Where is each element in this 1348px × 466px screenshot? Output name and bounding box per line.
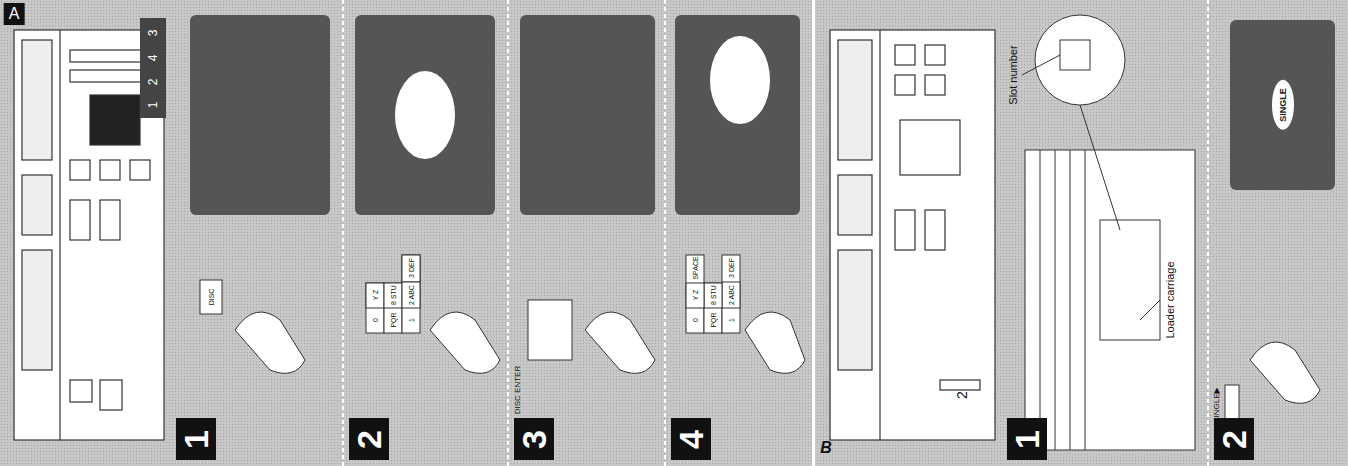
step-number-box: 3 [514,418,554,460]
key-label: 1 [728,318,735,322]
step-number-box: 1 [176,418,216,460]
step-number: 1 [176,430,215,449]
key-label: 0 [692,318,699,322]
step-panel: 1 [1003,0,1207,466]
key-label: 3 DEF [408,258,415,278]
step-number-box: 1 [1007,418,1047,460]
key-label: 1 [408,318,415,322]
step-number: 3 [514,430,553,449]
key-label: 8 STU [390,285,397,305]
button-label: SINGLE▶ [1213,387,1221,423]
step-number: 2 [349,430,388,449]
step-number-box: 4 [671,418,711,460]
display-screen: SINGLE [1230,20,1335,190]
step-number-box: 2 [1214,418,1254,460]
callout-strip [140,18,166,118]
key-label: PQR [710,312,717,327]
step-panel: 1 [172,0,342,466]
key-label: SPACE [692,256,699,279]
section-letter: B [820,440,832,456]
key-label: Y Z [692,290,699,301]
key-label: 2 ABC [728,285,735,305]
step-number: 1 [1007,430,1046,449]
button-label: DISC ENTER [514,366,522,414]
key-label: Y Z [372,290,379,301]
step-panel: 2 [345,0,507,466]
screen-text: SINGLE [1272,80,1294,130]
button-label: DISC [208,289,215,306]
step-panel: 3 [510,0,664,466]
callout-number: 3 [147,30,159,37]
step-number: 4 [671,430,710,449]
callout-number: 2 [955,391,969,399]
key-label: 3 DEF [728,258,735,278]
part-name: Loader carriage [1165,261,1176,338]
step-panel: 2 SINGLE [1210,0,1348,466]
section-letter: A [4,3,25,25]
callout-number: 4 [147,55,159,62]
key-label: 0 [372,318,379,322]
key-label: PQR [390,312,397,327]
step-number-box: 2 [349,418,389,460]
key-label: 8 STU [710,285,717,305]
step-panel: 4 [667,0,810,466]
callout-number: 2 [147,79,159,86]
callout-number: 1 [147,102,159,109]
key-label: 2 ABC [408,285,415,305]
step-number: 2 [1214,430,1253,449]
part-name: Slot number [1008,45,1019,104]
